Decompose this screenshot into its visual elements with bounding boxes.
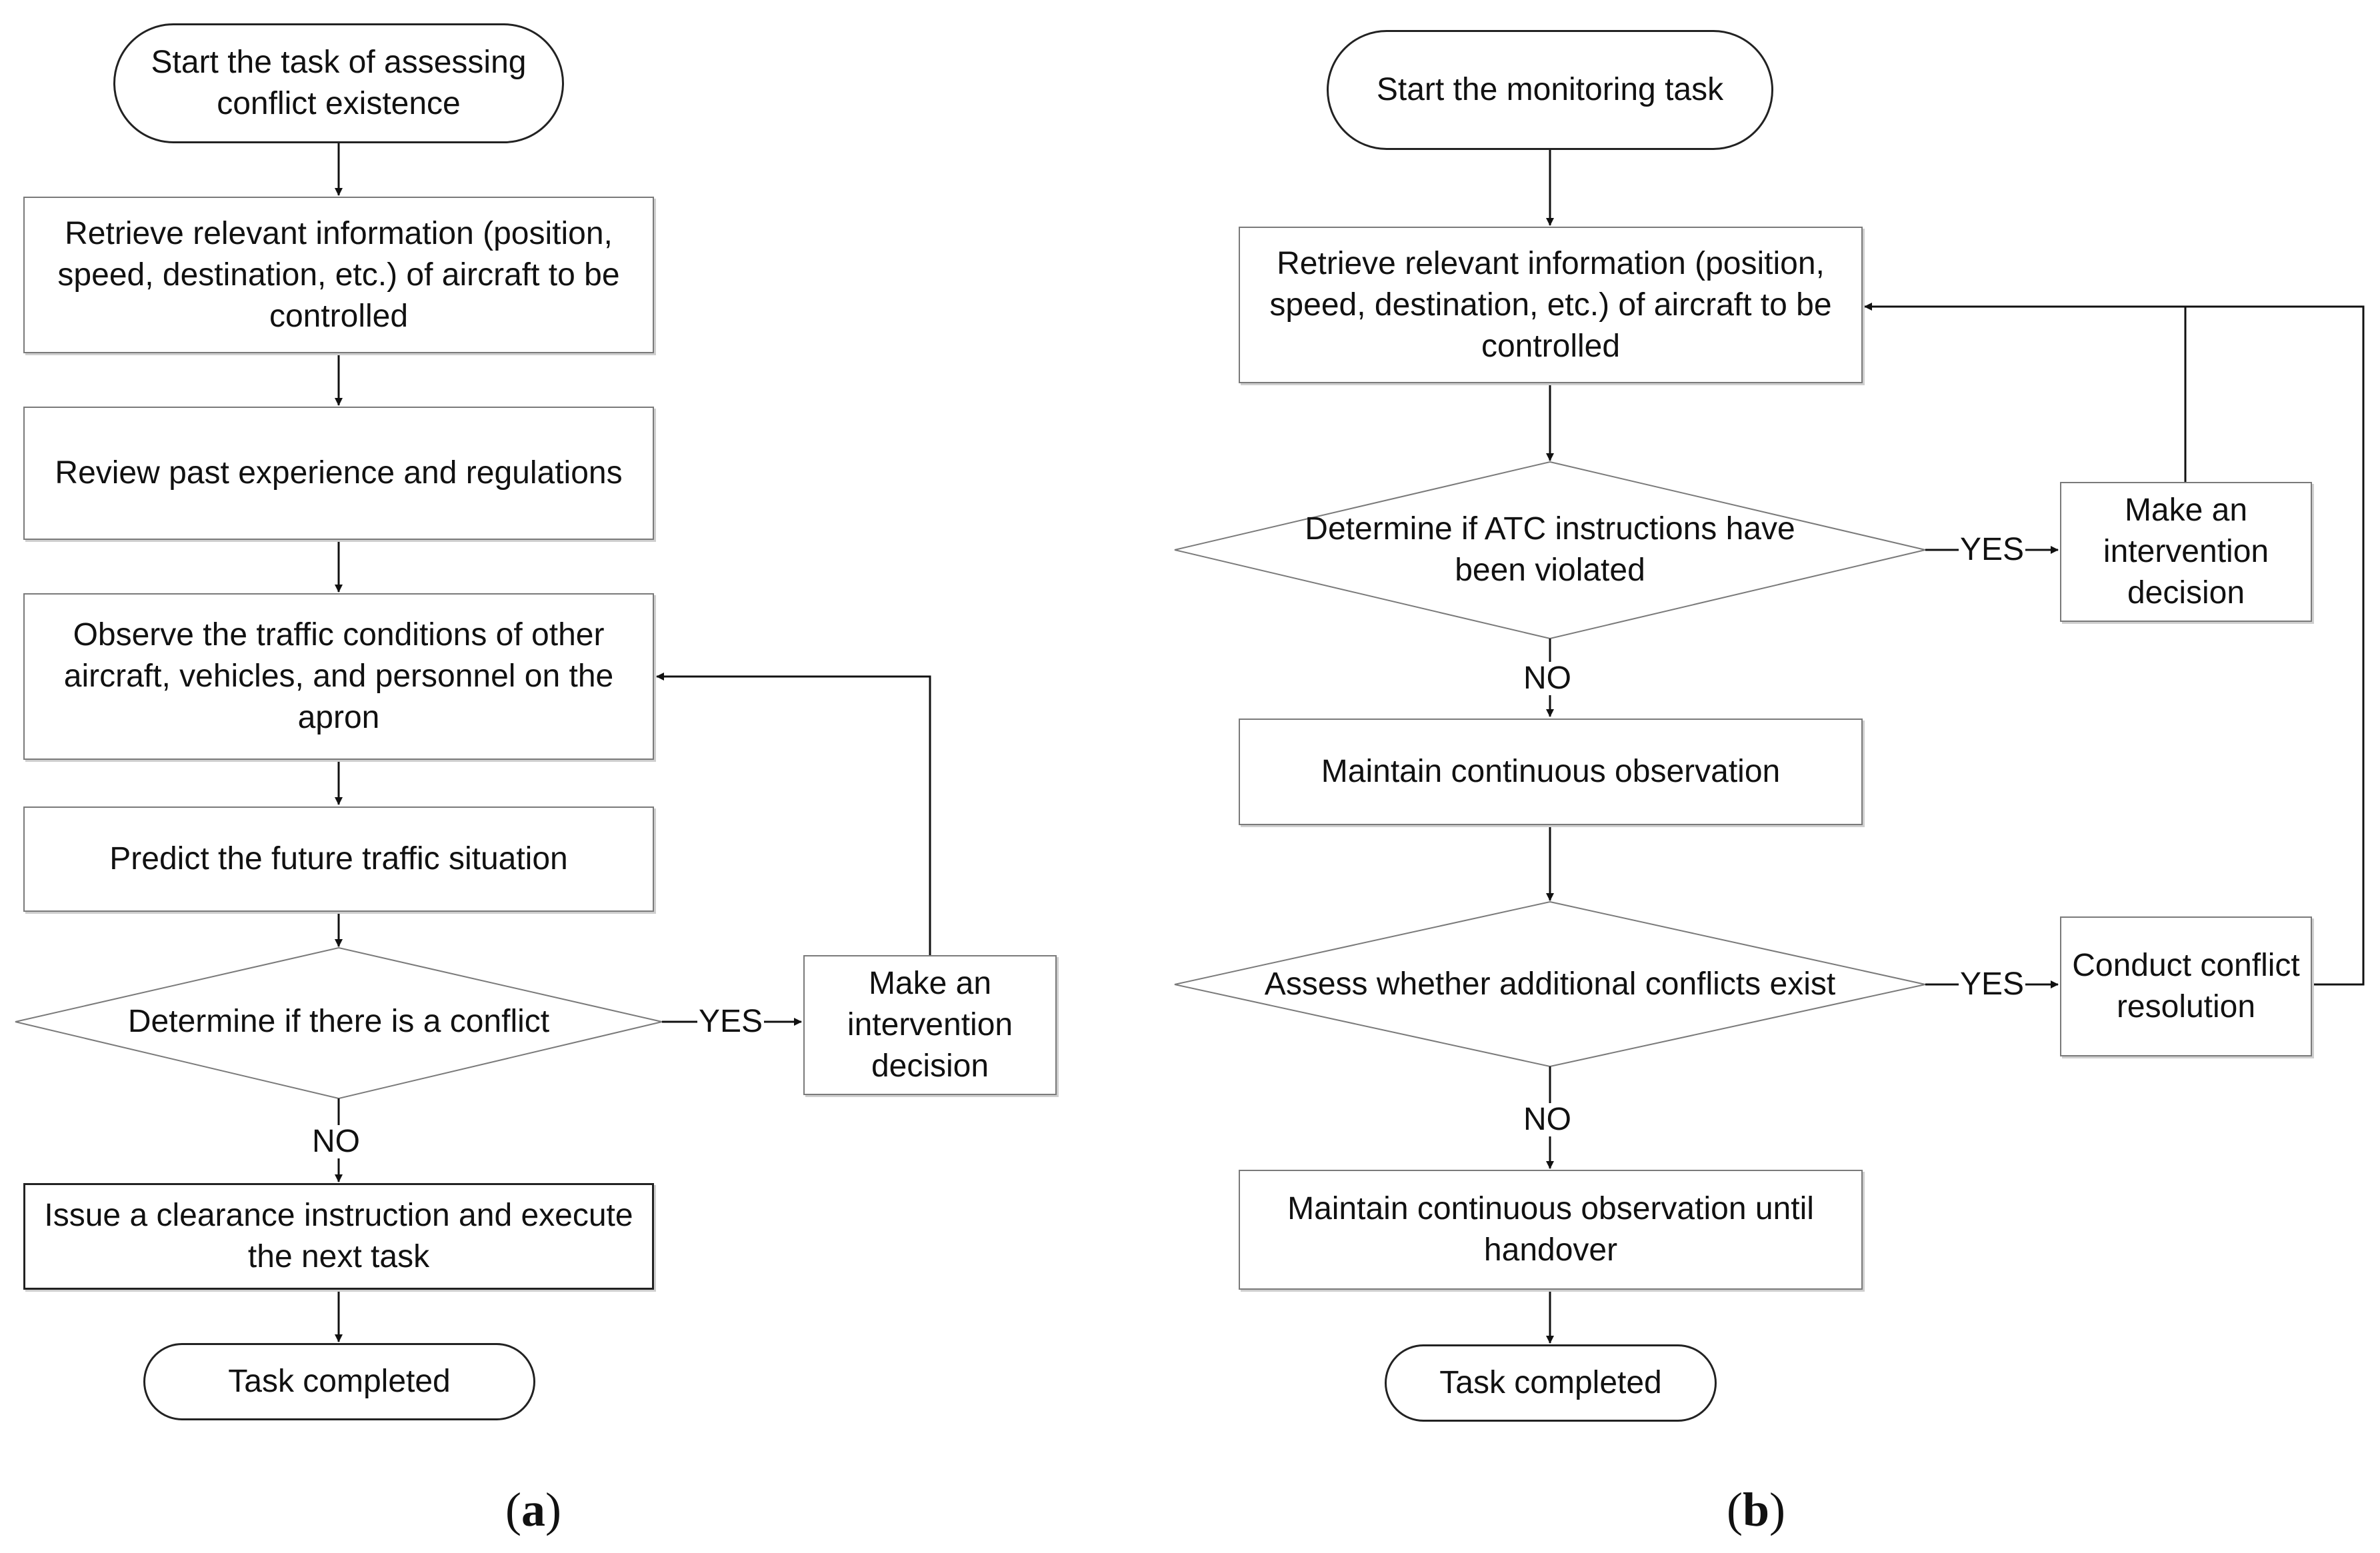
b-decision1-label: Determine if ATC instructions have been … <box>1300 507 1800 593</box>
a-issue-text: Issue a clearance instruction and execut… <box>44 1198 633 1274</box>
b-resolution-text: Conduct conflict resolution <box>2072 948 2300 1024</box>
b-end-terminal: Task completed <box>1385 1344 1717 1422</box>
panel-b-label: (b) <box>1727 1483 1786 1536</box>
b-retrieve-text: Retrieve relevant information (position,… <box>1269 245 1832 364</box>
a-yes-label: YES <box>697 1004 765 1039</box>
a-observe-text: Observe the traffic conditions of other … <box>63 617 614 735</box>
b-maintain-text: Maintain continuous observation <box>1321 754 1781 789</box>
a-decision-text: Determine if there is a conflict <box>127 1004 550 1039</box>
panel-a-label: (a) <box>505 1483 561 1536</box>
b-resolution-box: Conduct conflict resolution <box>2060 916 2312 1056</box>
b-end-text: Task completed <box>1439 1365 1662 1400</box>
a-predict-text: Predict the future traffic situation <box>109 841 568 876</box>
b-decision2-text: Assess whether additional conflicts exis… <box>1264 966 1836 1002</box>
a-intervention-box: Make an intervention decision <box>803 955 1057 1095</box>
b-no1-label: NO <box>1522 661 1573 696</box>
b-maintain-until-box: Maintain continuous observation until ha… <box>1239 1170 1863 1290</box>
b-no2-label: NO <box>1522 1102 1573 1137</box>
a-end-text: Task completed <box>228 1364 451 1399</box>
a-start-text: Start the task of assessing conflict exi… <box>151 45 527 121</box>
b-decision2-label: Assess whether additional conflicts exis… <box>1227 962 1873 1006</box>
a-review-box: Review past experience and regulations <box>23 407 654 540</box>
a-retrieve-box: Retrieve relevant information (position,… <box>23 197 654 353</box>
a-observe-box: Observe the traffic conditions of other … <box>23 593 654 760</box>
a-end-terminal: Task completed <box>143 1343 535 1420</box>
b-loop-resolution-retrieve <box>1864 303 2365 986</box>
panel-a-letter: a <box>521 1483 545 1536</box>
a-no-label: NO <box>311 1124 361 1159</box>
a-retrieve-text: Retrieve relevant information (position,… <box>57 215 620 334</box>
b-retrieve-box: Retrieve relevant information (position,… <box>1239 227 1863 383</box>
a-loop-intervention-observe <box>656 673 931 955</box>
b-intervention-text: Make an intervention decision <box>2103 493 2269 611</box>
b-intervention-box: Make an intervention decision <box>2060 482 2312 622</box>
b-maintain-box: Maintain continuous observation <box>1239 719 1863 825</box>
a-predict-box: Predict the future traffic situation <box>23 806 654 912</box>
b-maintain-until-text: Maintain continuous observation until ha… <box>1287 1191 1814 1268</box>
a-intervention-text: Make an intervention decision <box>847 966 1013 1084</box>
b-decision1-text: Determine if ATC instructions have been … <box>1305 511 1795 588</box>
a-start-terminal: Start the task of assessing conflict exi… <box>113 23 564 143</box>
b-start-terminal: Start the monitoring task <box>1327 30 1773 150</box>
a-decision-label: Determine if there is a conflict <box>80 1000 597 1044</box>
a-issue-box: Issue a clearance instruction and execut… <box>23 1183 654 1290</box>
panel-b-letter: b <box>1742 1483 1770 1536</box>
b-start-text: Start the monitoring task <box>1376 72 1724 107</box>
b-yes1-label: YES <box>1959 532 2026 567</box>
b-yes2-label: YES <box>1959 966 2026 1002</box>
a-review-text: Review past experience and regulations <box>55 455 623 491</box>
